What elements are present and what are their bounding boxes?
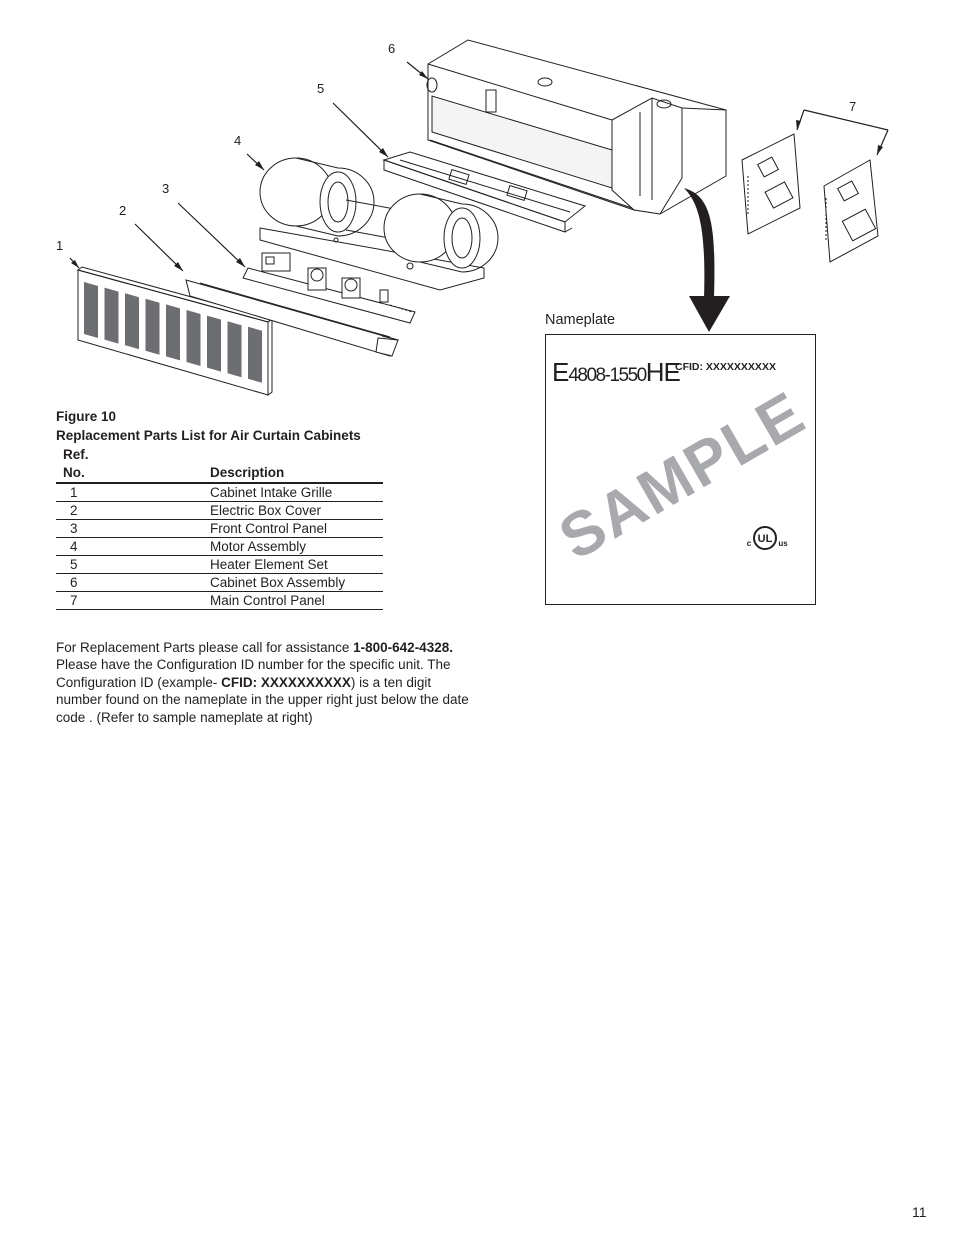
sample-nameplate: E4808-1550HE CFID: XXXXXXXXXX SAMPLE UL … — [545, 334, 817, 605]
figure-number: Figure 10 — [56, 409, 117, 424]
replacement-parts-note: For Replacement Parts please call for as… — [56, 639, 476, 726]
electric-box-cover-drawing — [185, 279, 399, 357]
exploded-parts-diagram — [69, 39, 889, 396]
callout-1: 1 — [56, 238, 64, 253]
nameplate-pointer-arrow — [684, 188, 730, 332]
description-cell: Main Control Panel — [210, 591, 383, 610]
page-number: 11 — [912, 1204, 927, 1220]
ul-certification-icon: UL c us — [747, 526, 788, 550]
ref-cell: 2 — [56, 501, 210, 520]
callout-3: 3 — [162, 181, 170, 196]
ref-cell: 7 — [56, 591, 210, 610]
note-text-1: For Replacement Parts please call for as… — [56, 640, 354, 655]
cfid-example: CFID: XXXXXXXXXX — [221, 674, 351, 690]
cabinet-box-assembly-drawing — [426, 39, 727, 215]
header-description: Description — [210, 464, 383, 484]
callout-7: 7 — [849, 99, 857, 114]
cert-us: us — [778, 539, 788, 548]
model-suffix: HE — [645, 357, 681, 387]
description-cell: Cabinet Intake Grille — [210, 483, 383, 502]
cabinet-intake-grille-drawing — [76, 266, 274, 396]
figure-title: Replacement Parts List for Air Curtain C… — [56, 428, 361, 443]
ref-cell: 1 — [56, 483, 210, 502]
front-control-panel-drawing — [242, 252, 416, 324]
note-text-3: ) is a ten digit number found on the nam… — [56, 674, 469, 725]
cert-ul: UL — [758, 533, 773, 545]
description-cell: Motor Assembly — [210, 537, 383, 556]
model-number: E4808-1550HE — [552, 357, 681, 388]
note-text-2: Please have the Configuration ID number … — [56, 657, 451, 690]
description-cell: Cabinet Box Assembly — [210, 573, 383, 592]
callout-5: 5 — [317, 81, 325, 96]
callout-4: 4 — [234, 133, 242, 148]
description-cell: Heater Element Set — [210, 555, 383, 574]
main-control-panel-drawing — [741, 133, 879, 263]
grille-louver — [207, 315, 221, 372]
ref-cell: 5 — [56, 555, 210, 574]
header-ref-line2: No. — [56, 464, 210, 484]
nameplate-cfid: CFID: XXXXXXXXXX — [675, 361, 776, 373]
grille-louver — [166, 304, 180, 361]
grille-louver — [186, 310, 201, 366]
motor-assembly-drawing — [259, 157, 499, 291]
grille-louver — [145, 298, 160, 355]
cert-c: c — [747, 539, 752, 548]
grille-louver — [227, 321, 242, 378]
phone-number: 1-800-642-4328. — [353, 640, 453, 655]
description-cell: Electric Box Cover — [210, 501, 383, 520]
callout-2: 2 — [119, 203, 127, 218]
description-cell: Front Control Panel — [210, 519, 383, 538]
heater-element-set-drawing — [382, 151, 587, 233]
nameplate-label: Nameplate — [545, 312, 616, 328]
grille-louver — [84, 282, 98, 338]
header-ref-line1: Ref. — [63, 447, 89, 462]
ref-cell: 4 — [56, 537, 210, 556]
grille-louver — [125, 293, 139, 350]
ref-cell: 6 — [56, 573, 210, 592]
ref-cell: 3 — [56, 519, 210, 538]
callout-6: 6 — [388, 41, 396, 56]
model-prefix: E — [552, 357, 569, 387]
grille-louver — [248, 326, 262, 383]
grille-louver — [104, 287, 119, 344]
model-middle: 4808-1550 — [568, 365, 647, 386]
